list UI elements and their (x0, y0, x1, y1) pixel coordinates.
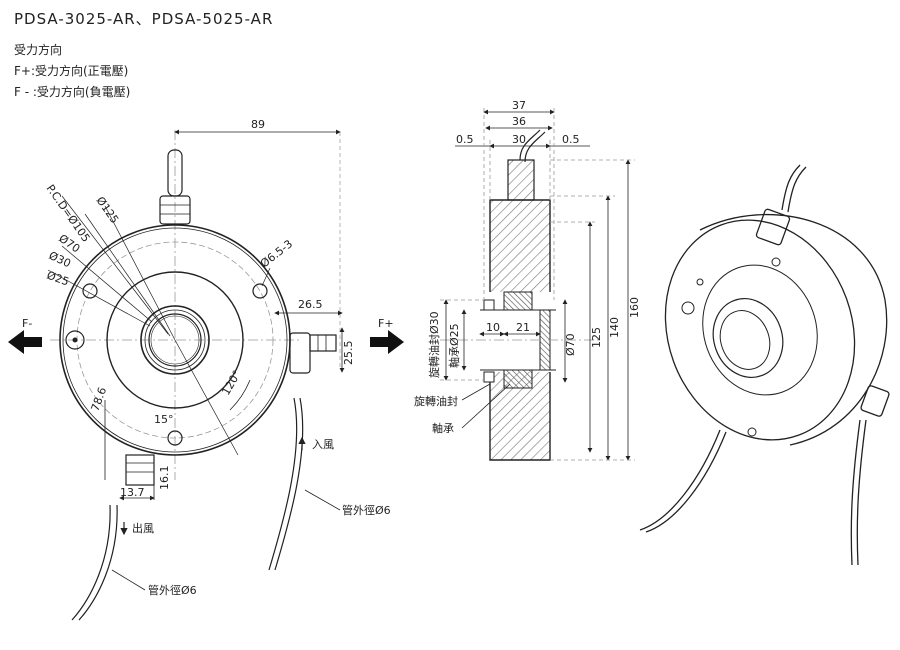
dim-25-5: 25.5 (342, 341, 355, 366)
dim-10: 10 (486, 321, 500, 334)
dim-25: Ø25 (45, 269, 71, 289)
dim-37: 37 (512, 99, 526, 112)
mount-hole (82, 283, 98, 299)
label-seal: 旋轉油封 (414, 394, 458, 408)
label-seal-30: 旋轉油封Ø30 (427, 311, 441, 378)
dim-36: 36 (512, 115, 526, 128)
air-out-label: 出風 (132, 521, 154, 535)
dim-125: 125 (590, 327, 603, 348)
isometric-view (639, 164, 890, 566)
force-pos-label: F+ (378, 317, 394, 330)
label-bearing-25: 軸承Ø25 (447, 323, 461, 368)
dim-0-5-left: 0.5 (456, 133, 474, 146)
dim-160: 160 (628, 297, 641, 318)
dim-125: Ø125 (94, 194, 122, 226)
side-section-view (440, 108, 635, 461)
dim-26-5: 26.5 (298, 298, 323, 311)
dim-21: 21 (516, 321, 530, 334)
air-in-label: 入風 (312, 438, 334, 451)
tube-outer-label: 管外徑Ø6 (148, 583, 197, 597)
legend-heading: 受力方向 (14, 43, 63, 57)
dim-phi70: Ø70 (564, 333, 577, 356)
dim-89: 89 (251, 118, 265, 131)
dim-140: 140 (608, 317, 621, 338)
mount-hole (252, 283, 268, 299)
dim-15-deg: 15° (154, 413, 174, 426)
dim-120-deg: 120° (219, 368, 244, 397)
tube-outer-label: 管外徑Ø6 (342, 503, 391, 517)
dim-hole: Ø6.5-3 (258, 237, 295, 270)
dim-30: 30 (512, 133, 526, 146)
dim-78-6: 78.6 (89, 386, 110, 413)
force-direction-legend: 受力方向 F+:受力方向(正電壓) F - :受力方向(負電壓) (14, 40, 130, 103)
force-neg-arrow (8, 330, 42, 354)
force-neg-label: F- (22, 317, 32, 330)
force-pos-arrow (370, 330, 404, 354)
dim-16-1: 16.1 (158, 466, 171, 491)
dim-13-7: 13.7 (120, 486, 145, 499)
legend-positive: F+:受力方向(正電壓) (14, 64, 129, 78)
side-view-labels: 37 36 30 0.5 0.5 10 21 Ø70 125 140 160 旋… (414, 99, 641, 435)
force-arrows (8, 330, 404, 354)
dim-0-5-right: 0.5 (562, 133, 580, 146)
front-view (47, 129, 345, 621)
page-title: PDSA-3025-AR、PDSA-5025-AR (14, 10, 274, 28)
legend-negative: F - :受力方向(負電壓) (14, 85, 131, 99)
label-bearing: 軸承 (432, 421, 454, 435)
mount-hole (167, 430, 183, 446)
front-view-labels: 89 P.C.D=Ø105 Ø125 Ø70 Ø30 Ø25 Ø6.5-3 26… (22, 118, 394, 597)
